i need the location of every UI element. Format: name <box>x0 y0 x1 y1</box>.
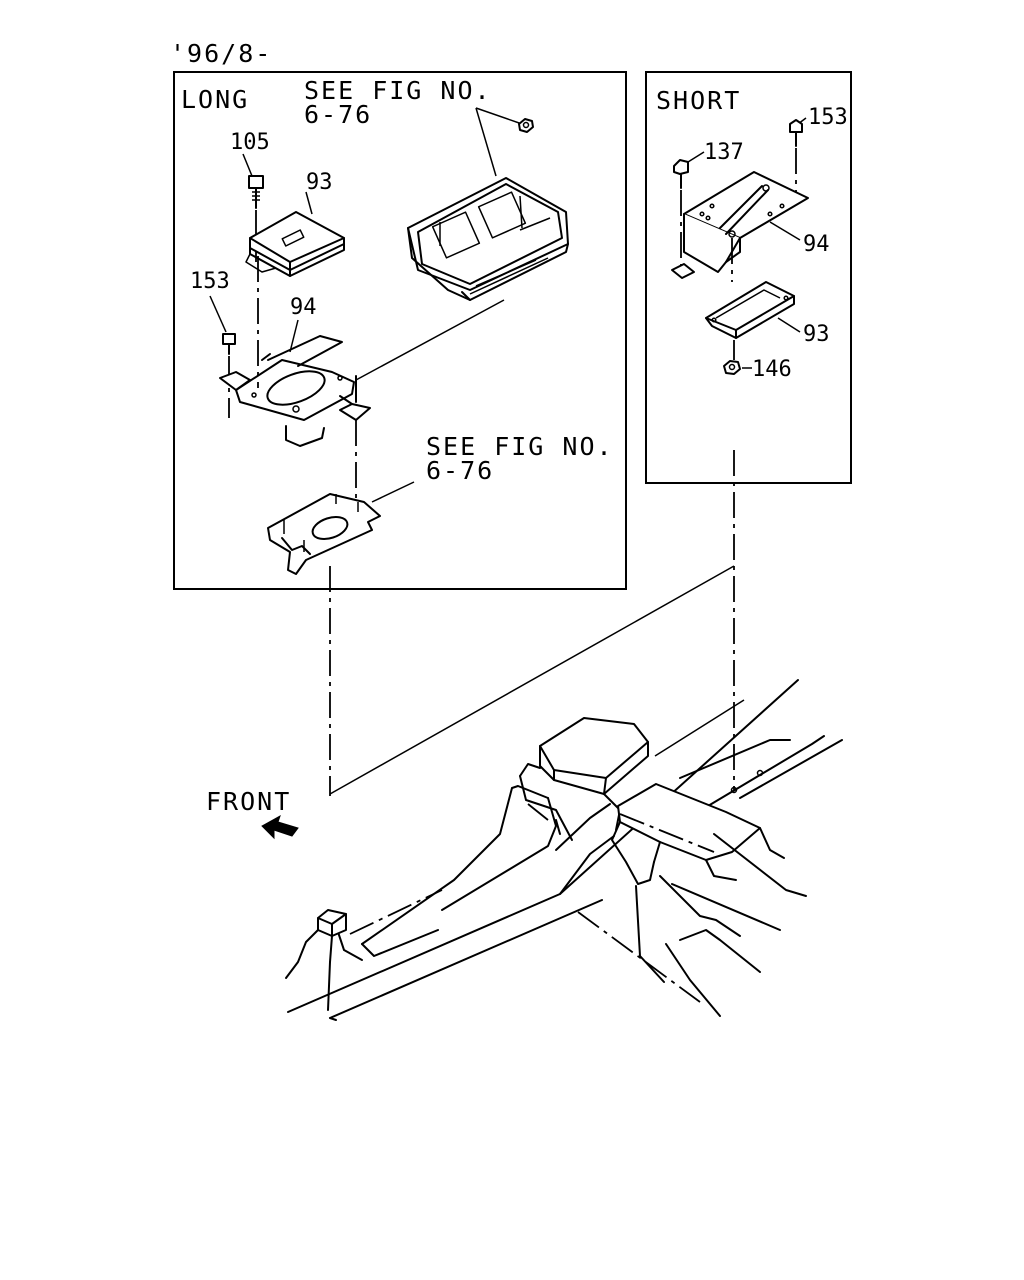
see-fig-bottom-line1: SEE FIG NO. <box>426 432 614 461</box>
callout-93-long: 93 <box>306 170 333 195</box>
see-fig-top-line2: 6-76 <box>304 100 372 129</box>
front-mount-block <box>285 909 347 1011</box>
console-shell <box>407 177 569 301</box>
module-93-long <box>245 191 345 277</box>
screw-153-short-icon <box>789 117 807 196</box>
long-panel-title: LONG <box>181 85 249 114</box>
screw-153-long-icon <box>209 295 236 418</box>
callout-105: 105 <box>230 130 270 155</box>
bracket-94-long <box>219 256 505 504</box>
front-label: FRONT <box>206 787 291 816</box>
bolt-137-icon <box>673 151 705 272</box>
short-panel-title: SHORT <box>656 86 741 115</box>
date-code: '96/8- <box>170 39 272 68</box>
vehicle-floor <box>285 679 843 1021</box>
callout-153-long: 153 <box>190 269 230 294</box>
long-panel: LONG SEE FIG NO. 6-76 SEE FIG NO. 6-76 1… <box>173 71 627 796</box>
callout-146: 146 <box>752 357 792 382</box>
bracket-94-short <box>671 171 809 282</box>
module-93-short <box>705 281 801 360</box>
see-fig-bottom-line2: 6-76 <box>426 456 494 485</box>
floor-plate <box>267 481 415 796</box>
nut-146-icon <box>723 360 752 375</box>
callout-94-short: 94 <box>803 232 830 257</box>
arrow-left-front-icon <box>261 814 299 840</box>
nut-icon <box>518 118 534 133</box>
short-panel: SHORT 153 137 94 93 146 <box>645 71 852 790</box>
callout-153-short: 153 <box>808 105 848 130</box>
callout-94-long: 94 <box>290 295 317 320</box>
callout-93-short: 93 <box>803 322 830 347</box>
callout-137: 137 <box>704 140 744 165</box>
see-fig-top-line1: SEE FIG NO. <box>304 76 492 105</box>
